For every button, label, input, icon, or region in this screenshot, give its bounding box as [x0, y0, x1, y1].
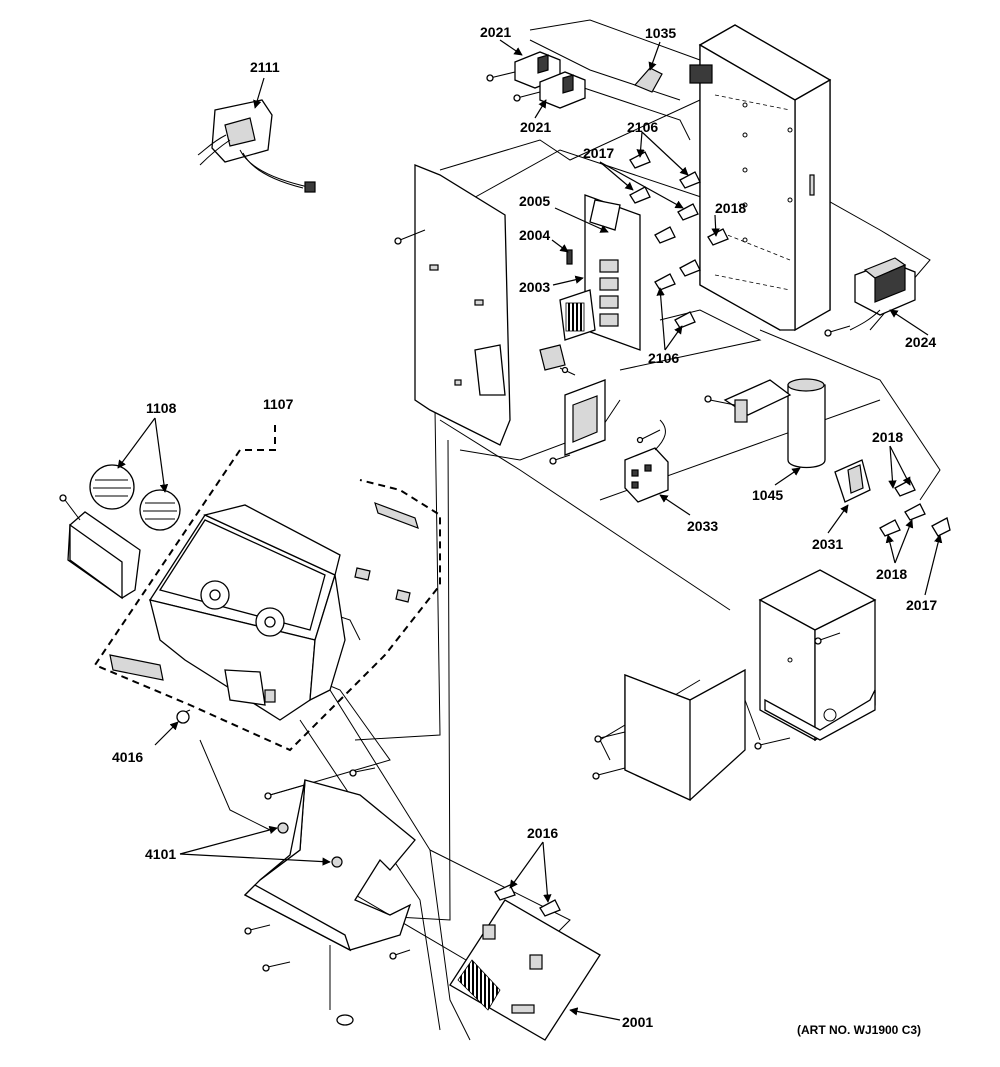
label-2018-lower: 2018	[876, 566, 907, 582]
bracket-2031	[834, 459, 951, 537]
label-2003: 2003	[519, 279, 550, 295]
knob-1108-left	[89, 464, 135, 510]
wire-bracket	[549, 379, 606, 465]
label-2018-middle: 2018	[872, 429, 903, 445]
label-2111: 2111	[250, 59, 280, 75]
control-board-2001	[449, 884, 601, 1041]
label-4101: 4101	[145, 846, 176, 862]
label-2021-lower: 2021	[520, 119, 551, 135]
relay-2021-lower	[513, 71, 586, 109]
label-1035: 1035	[645, 25, 676, 41]
art-number: (ART NO. WJ1900 C3)	[797, 1023, 921, 1037]
label-2004: 2004	[519, 227, 550, 243]
capacitor-1045	[704, 378, 826, 469]
terminal-block-2033	[624, 419, 669, 503]
escutcheon-bracket	[59, 494, 141, 600]
control-module-1107	[93, 425, 441, 752]
leader-lines	[117, 39, 943, 1021]
label-1108: 1108	[146, 400, 177, 416]
label-2031: 2031	[812, 536, 843, 552]
mounting-bracket-panel	[394, 164, 511, 446]
part-labels: 2111 2021 2021 1035 2106 2017 2005 2018 …	[112, 24, 937, 1037]
label-1107: 1107	[263, 396, 294, 412]
label-2024: 2024	[905, 334, 936, 350]
label-2033: 2033	[687, 518, 718, 534]
wire-harness-2111	[197, 99, 316, 193]
knob-1108-right	[139, 489, 181, 531]
label-2106-lower: 2106	[648, 350, 679, 366]
label-2021-upper: 2021	[480, 24, 511, 40]
lower-enclosure	[754, 569, 877, 750]
label-2106-upper: 2106	[627, 119, 658, 135]
transformer-2024	[824, 257, 916, 337]
label-4016: 4016	[112, 749, 143, 765]
label-2001: 2001	[622, 1014, 653, 1030]
bottom-chassis-tray	[243, 767, 416, 1026]
clip-1035	[633, 67, 663, 93]
spade-connectors	[629, 151, 729, 329]
label-1045: 1045	[752, 487, 783, 503]
control-box-cabinet	[689, 24, 832, 332]
control-board-2003	[539, 194, 641, 376]
label-2017-upper: 2017	[583, 145, 614, 161]
label-2018-upper: 2018	[715, 200, 746, 216]
label-2017-lower: 2017	[906, 597, 937, 613]
enclosure-side-cover	[592, 668, 746, 802]
label-2016: 2016	[527, 825, 558, 841]
label-2005: 2005	[519, 193, 550, 209]
